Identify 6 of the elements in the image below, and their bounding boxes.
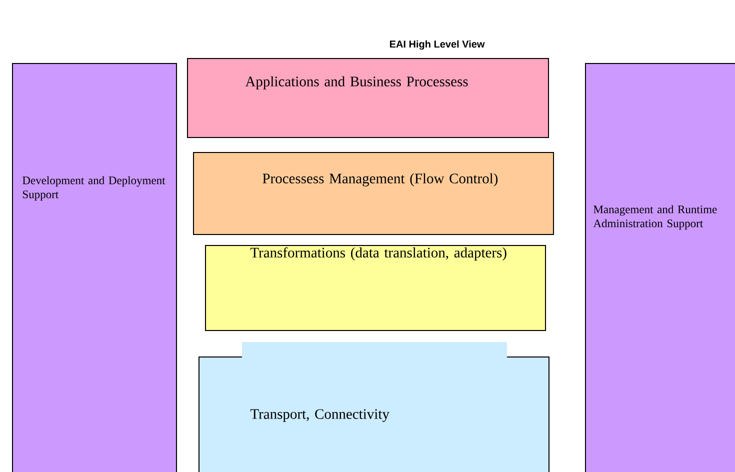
layer-box: Applications and Business Processess (187, 58, 549, 138)
side-panel: Management and Runtime Administration Support (585, 63, 735, 472)
diagram-title: EAI High Level View (390, 40, 485, 50)
layer-box: Transformations (data translation, adapters) (205, 245, 546, 331)
layer-box: Processess Management (Flow Control) (193, 152, 554, 235)
side-panel: Development and Deployment Support (12, 63, 177, 472)
